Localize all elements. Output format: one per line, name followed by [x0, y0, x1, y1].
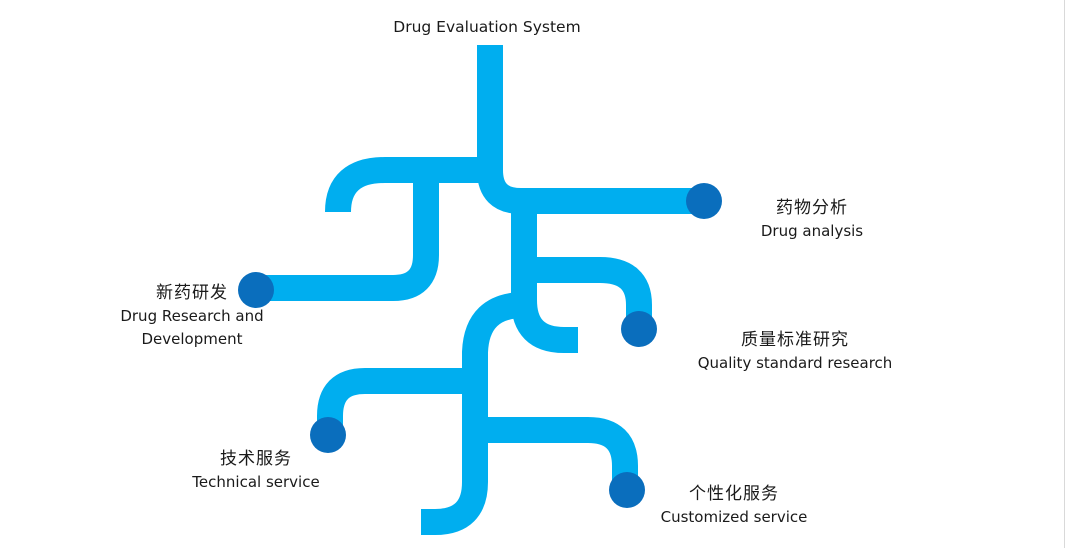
label-drug-analysis: 药物分析 Drug analysis: [757, 197, 867, 243]
branch-trunk-drug-analysis: [477, 45, 704, 214]
node-dot-new-drug-rd: [238, 272, 274, 308]
label-quality-standard-en: Quality standard research: [697, 354, 893, 372]
label-technical-service: 技术服务 Technical service: [186, 448, 326, 494]
node-dot-quality-standard: [621, 311, 657, 347]
node-dot-customized-service: [609, 472, 645, 508]
label-new-drug-rd-en-1: Drug Research and: [120, 307, 264, 325]
right-divider: [1064, 0, 1065, 548]
label-technical-service-cn: 技术服务: [220, 449, 292, 469]
branches: [256, 45, 704, 535]
branch-lower-curve: [462, 292, 525, 416]
node-dots: [238, 183, 722, 508]
branch-left-hook: [325, 157, 490, 213]
label-customized-service: 个性化服务 Customized service: [660, 483, 808, 529]
branch-bottom-end: [421, 416, 488, 535]
branch-technical-service: [317, 368, 475, 432]
label-quality-standard-cn: 质量标准研究: [741, 330, 849, 350]
label-new-drug-rd-cn: 新药研发: [156, 283, 228, 303]
label-quality-standard: 质量标准研究 Quality standard research: [690, 329, 900, 375]
label-drug-analysis-cn: 药物分析: [776, 198, 848, 218]
branch-middle-stem: [511, 201, 578, 353]
label-technical-service-en: Technical service: [192, 473, 320, 491]
label-new-drug-rd: 新药研发 Drug Research and Development: [112, 282, 272, 351]
diagram-title: Drug Evaluation System: [393, 18, 581, 36]
label-customized-service-cn: 个性化服务: [689, 484, 779, 504]
label-drug-analysis-en: Drug analysis: [760, 222, 864, 240]
node-dot-technical-service: [310, 417, 346, 453]
branch-customized-service: [475, 417, 638, 490]
label-customized-service-en: Customized service: [660, 508, 808, 526]
label-new-drug-rd-en-2: Development: [141, 330, 243, 348]
node-dot-drug-analysis: [686, 183, 722, 219]
branch-new-drug-rd: [256, 170, 439, 301]
branch-quality-standard: [524, 257, 652, 330]
